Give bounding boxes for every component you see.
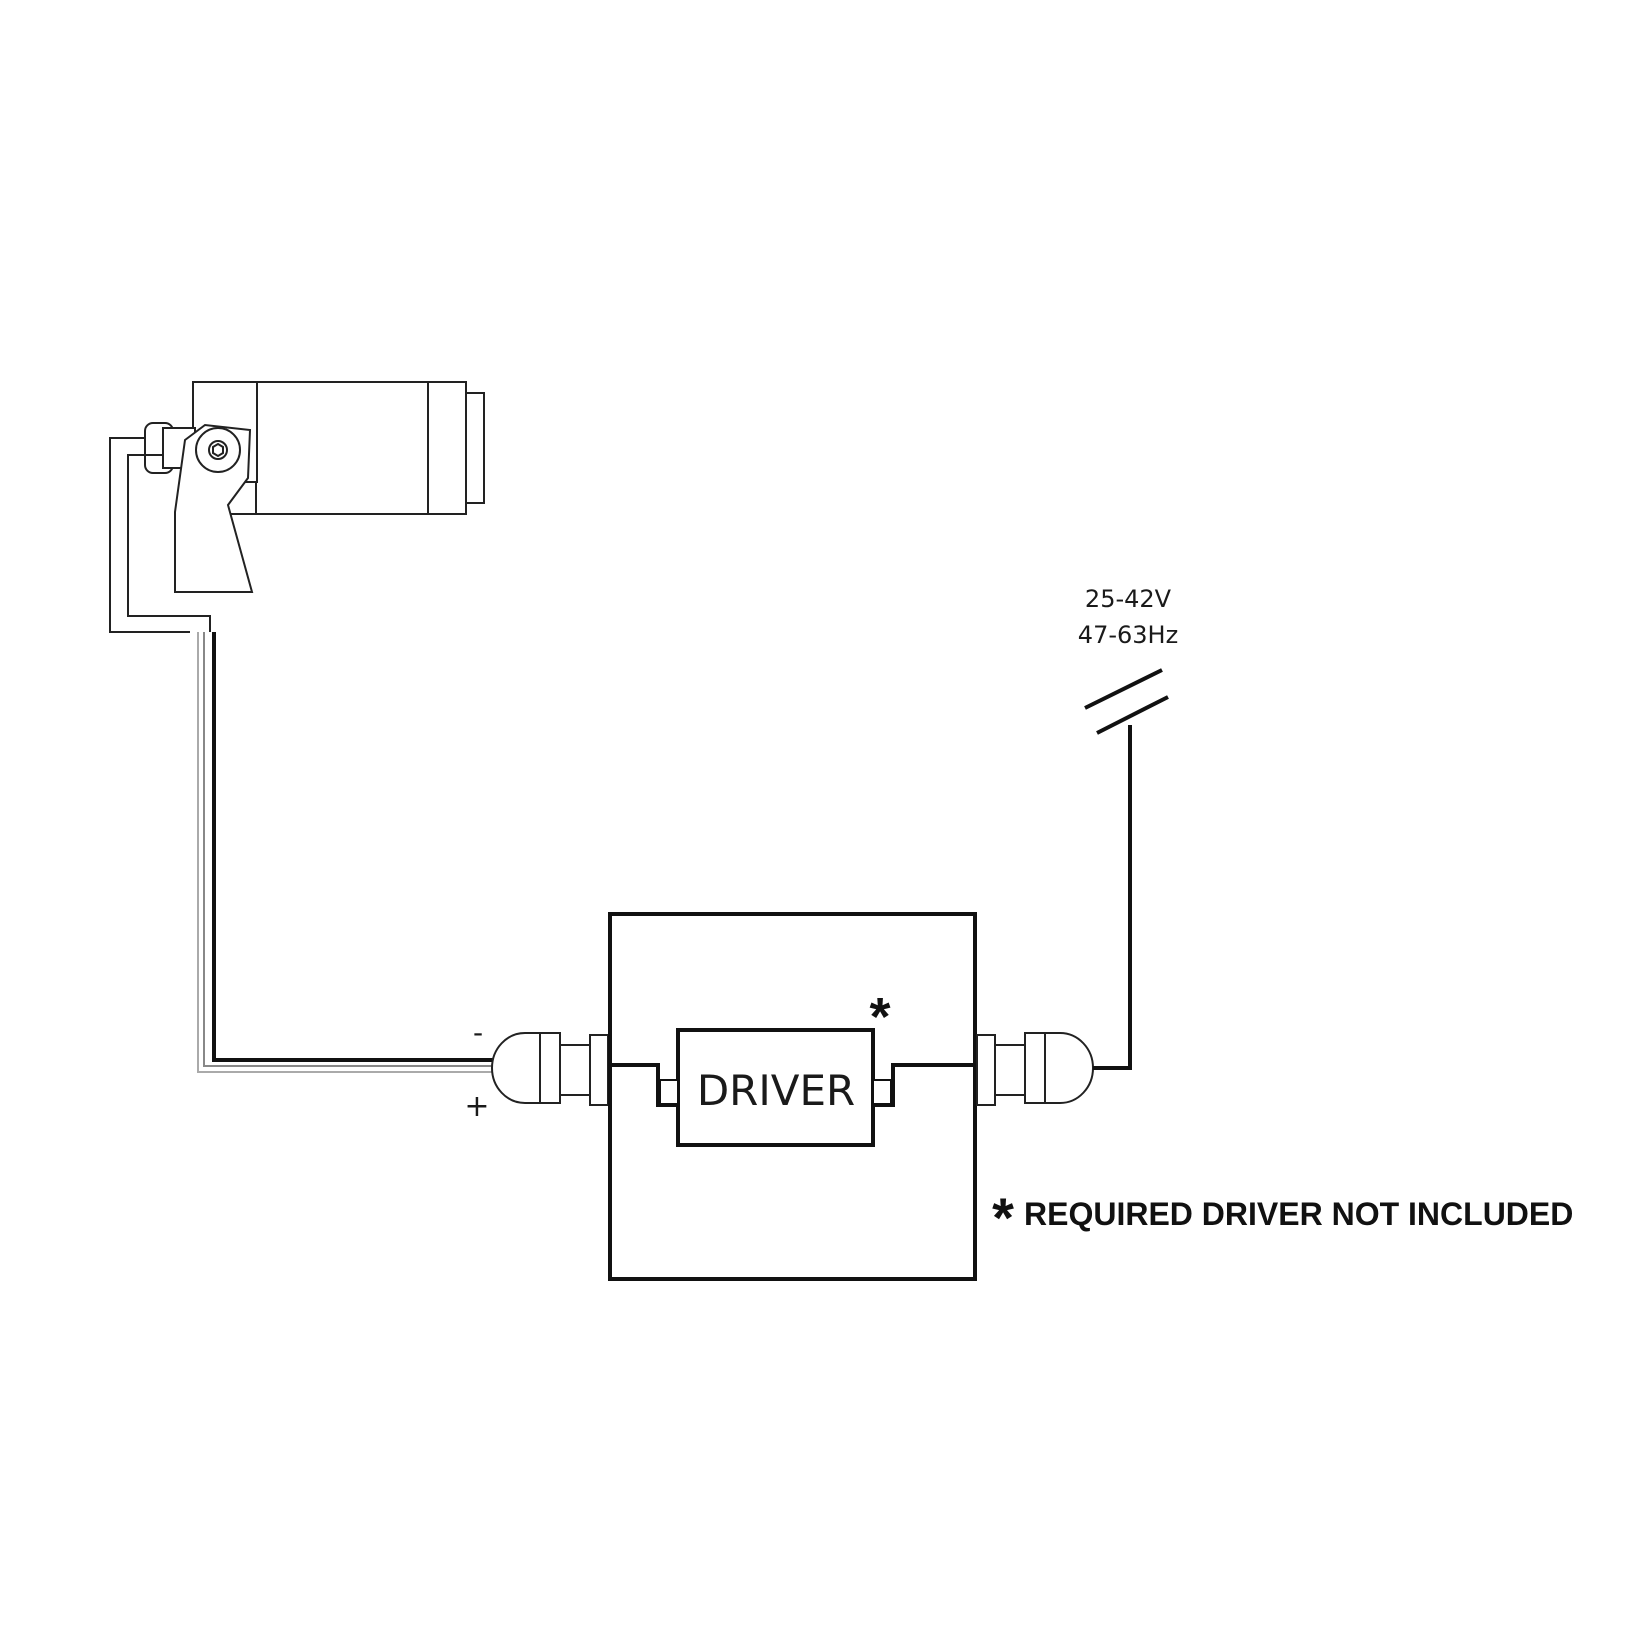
left-connector-cap [491,1032,541,1104]
right-connector [976,1032,1094,1106]
driver-terminal-right [872,1079,892,1105]
negative-label: - [473,1016,483,1049]
fixture-lens [465,392,485,504]
driver-label: DRIVER [697,1066,855,1115]
supply-cable [1084,668,1169,1070]
supply-voltage: 25-42V [1085,585,1172,613]
driver-asterisk: * [869,987,890,1047]
stake-frame [109,437,190,633]
spotlight-fixture [109,381,485,633]
fixture-lens-ring [427,381,467,515]
footnote-asterisk: * [992,1186,1014,1249]
driver-terminal-left [659,1079,679,1105]
supply-frequency: 47-63Hz [1078,621,1178,649]
break-mark-2 [1096,695,1169,735]
break-mark-1 [1084,668,1163,710]
positive-label: + [464,1089,489,1124]
driver-unit: DRIVER * [659,987,892,1147]
junction-box [608,912,977,1281]
footnote-text: REQUIRED DRIVER NOT INCLUDED [1024,1196,1573,1232]
left-connector [491,1032,609,1106]
fixture-cable [197,632,500,1073]
right-connector-cap [1044,1032,1094,1104]
